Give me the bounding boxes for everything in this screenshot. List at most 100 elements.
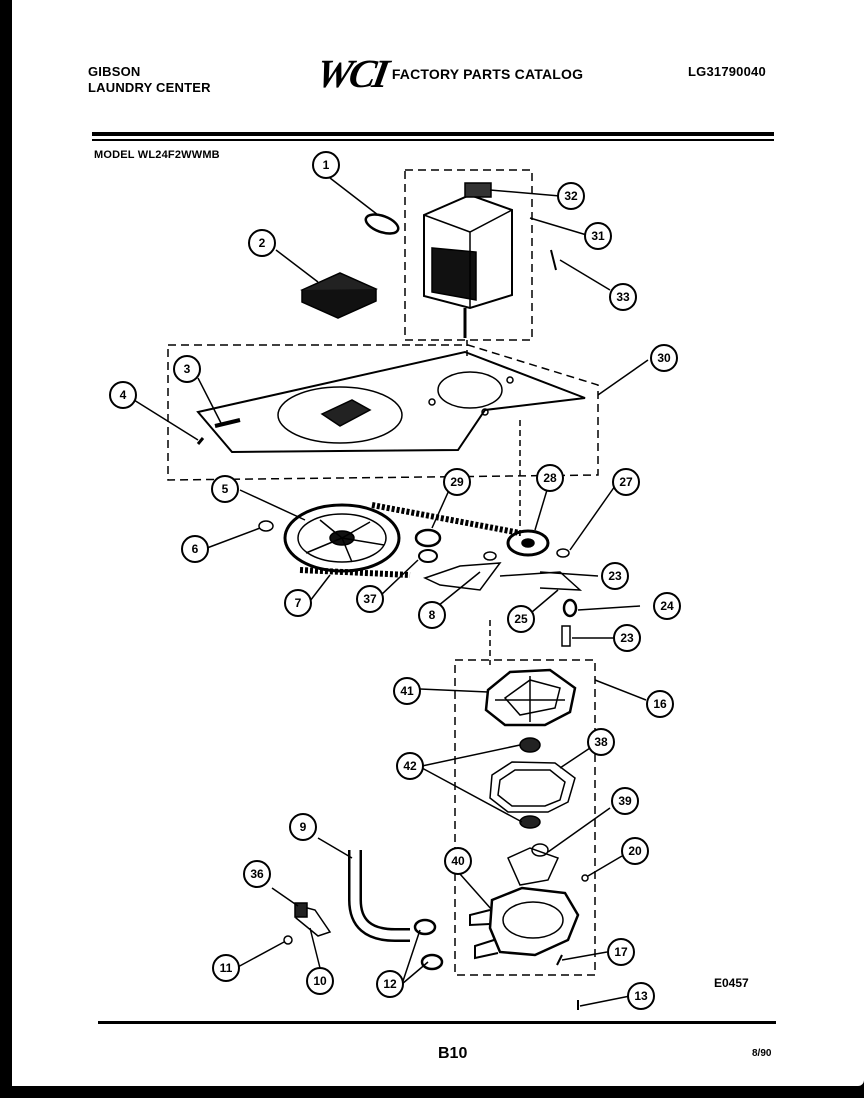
callout-circle [356,585,384,613]
baseplate-part-30 [196,350,586,454]
header-rule [92,132,774,136]
callout-number: 27 [619,475,633,489]
motor-assembly-outline [404,169,533,341]
spring-part-24 [562,598,578,618]
callout-circle [584,222,612,250]
callout-circle [248,229,276,257]
callout-circle [587,728,615,756]
callout-number: 6 [192,542,199,556]
footer-rule [98,1021,776,1024]
callout-circle [173,355,201,383]
clamp-part-12 [413,918,437,936]
callout-number: 16 [653,697,667,711]
pump-housing-part-40 [488,886,580,957]
brand-name: GIBSON [88,64,141,79]
callout-number: 32 [564,189,578,203]
idler-part-29 [414,528,442,548]
catalog-heading: WCI FACTORY PARTS CATALOG [313,50,584,97]
callout-circle [613,624,641,652]
callout-circle [536,464,564,492]
callout-number: 24 [660,599,674,613]
impeller-part-39 [507,847,560,886]
screw-part-33 [550,249,557,271]
callout-circle [650,344,678,372]
callout-circle [284,589,312,617]
callout-circle [396,752,424,780]
callout-circle [312,151,340,179]
exploded-parts-diagram: 1234567891011121316172023232425272829303… [109,151,681,1010]
screw-part-11 [283,935,293,945]
callout-circle [611,787,639,815]
clip-part-23 [561,625,571,647]
callout-number: 41 [400,684,414,698]
gasket-part-38 [489,761,576,813]
washer-part-6 [258,520,274,532]
callout-circle [507,605,535,633]
spring-part-25 [499,571,583,591]
callout-number: 13 [634,989,648,1003]
screw-part-17 [556,954,563,966]
callout-circle [612,468,640,496]
callout-number: 12 [383,977,397,991]
callout-circle [109,381,137,409]
callout-number: 11 [220,961,233,975]
callout-circle [601,562,629,590]
callout-number: 28 [543,471,557,485]
callout-circle [376,970,404,998]
callout-circle [653,592,681,620]
clip-part-36 [294,902,308,918]
screw-part-4 [196,437,205,445]
callout-circle [621,837,649,865]
switch-part-32 [464,182,492,198]
catalog-code: LG31790040 [688,64,766,79]
model-number: MODEL WL24F2WWMB [94,149,220,161]
callout-number: 3 [184,362,191,376]
callout-number: 8 [429,608,436,622]
callout-number: 25 [514,612,528,626]
screw-part-20 [581,874,589,882]
catalog-title: FACTORY PARTS CATALOG [391,65,584,82]
callout-circle [444,847,472,875]
ring-part-1 [364,213,400,235]
header-rule-thin [92,139,774,141]
callout-number: 1 [323,158,330,172]
callout-circle [557,182,585,210]
callout-number: 29 [450,475,464,489]
callout-number: 4 [120,388,127,402]
callout-number: 30 [657,351,671,365]
callout-circle [212,954,240,982]
callout-circle [306,967,334,995]
page-number: B10 [438,1045,468,1062]
callout-number: 40 [451,854,465,868]
revision-date: 8/90 [752,1048,772,1059]
callout-circle [646,690,674,718]
idler-arm-part-8 [422,562,502,591]
callout-number: 2 [259,236,266,250]
callout-number: 38 [594,735,608,749]
baseplate-assembly-outline [167,344,599,481]
pump-assembly-outline [454,659,596,976]
seal-part-42 [519,737,541,753]
callout-number: 17 [614,945,628,959]
callout-number: 9 [300,820,307,834]
brand-block: GIBSON LAUNDRY CENTER [88,64,211,96]
baseplate-hub [277,386,403,444]
callout-number: 20 [628,844,642,858]
callout-number: 37 [363,592,377,606]
callout-number: 36 [250,867,264,881]
parts-catalog-page: GIBSON LAUNDRY CENTER WCI FACTORY PARTS … [12,0,864,1086]
callout-number: 31 [591,229,605,243]
callout-circle [393,677,421,705]
callout-circle [443,468,471,496]
callout-number: 5 [222,482,229,496]
callout-circle [609,283,637,311]
callout-number: 33 [616,290,630,304]
callout-number: 23 [608,569,622,583]
drawing-id: E0457 [714,976,749,990]
callout-circle [181,535,209,563]
brand-subtitle: LAUNDRY CENTER [88,80,211,95]
callout-number: 7 [295,596,302,610]
callout-circle [627,982,655,1010]
belt-part-7 [371,502,521,536]
pulley-part-28 [506,529,550,557]
